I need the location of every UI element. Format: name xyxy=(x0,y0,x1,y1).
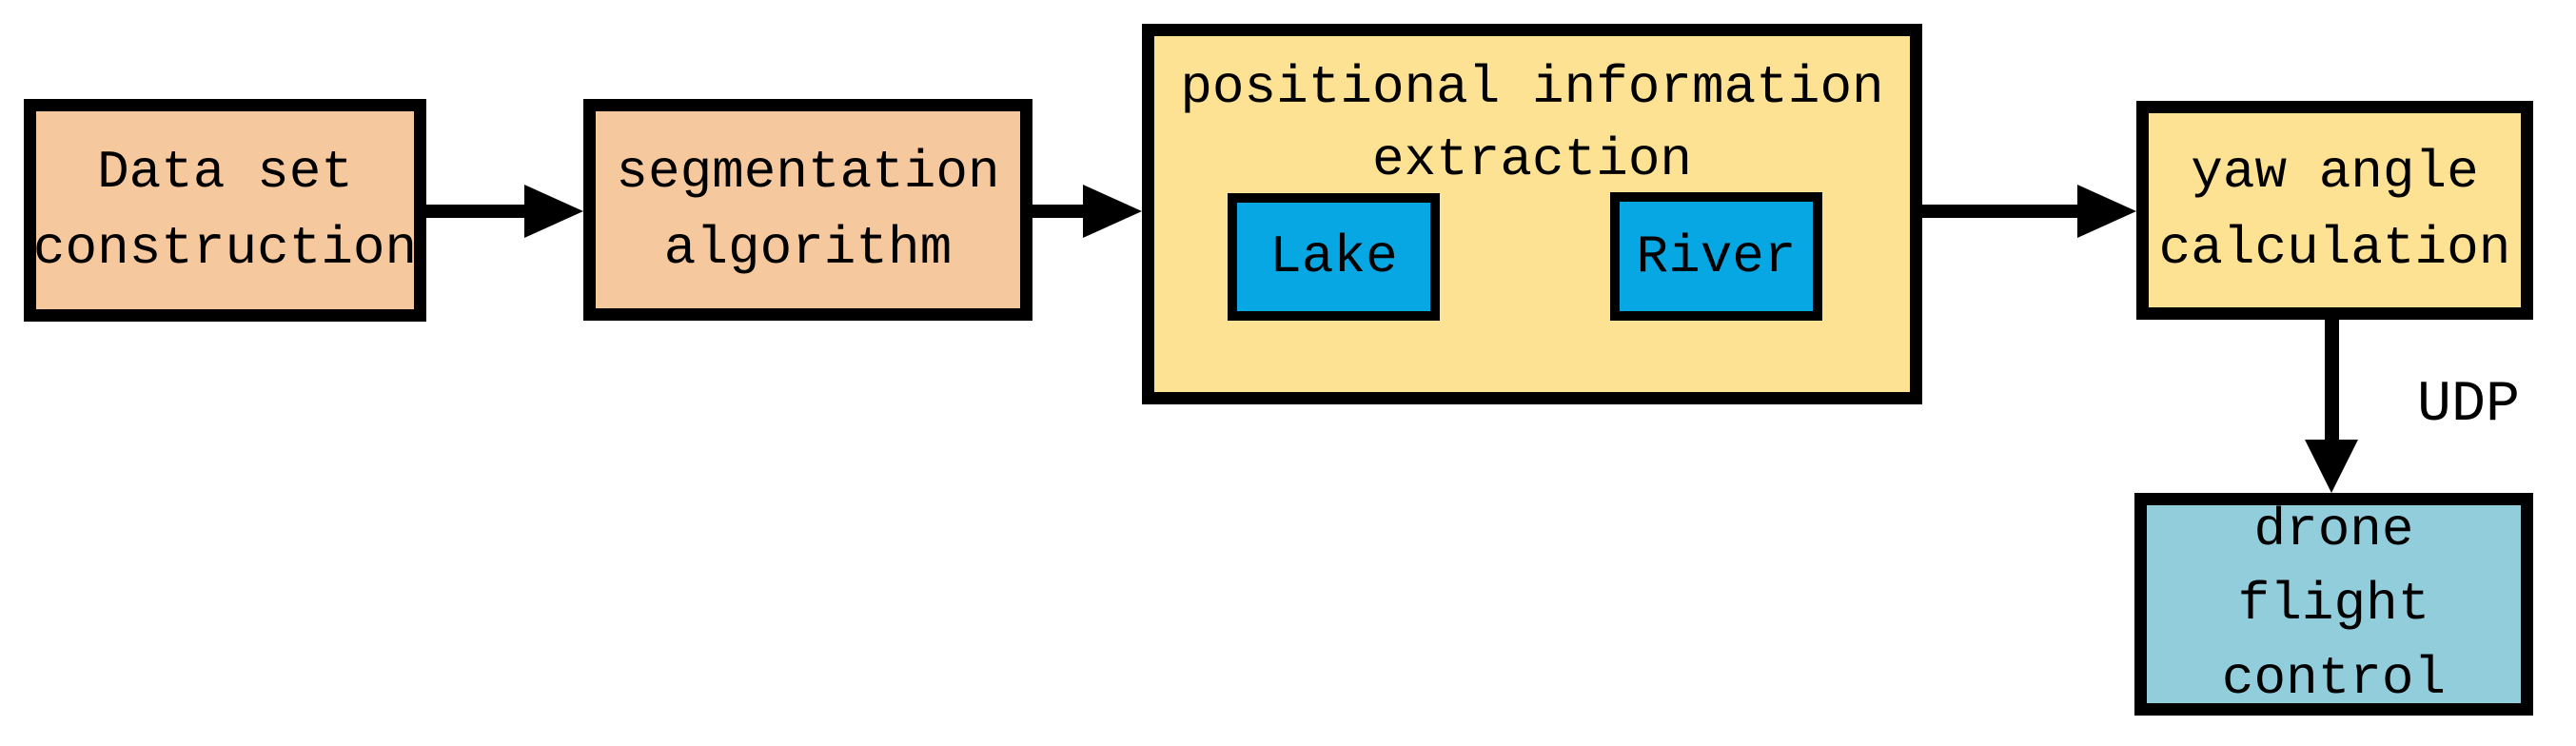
flow-node-drone-flight-control: drone flight control xyxy=(2134,493,2533,716)
flow-node-dataset-construction: Data set construction xyxy=(24,99,426,322)
sub-node-river: River xyxy=(1610,192,1822,321)
node-label-line: control xyxy=(2221,648,2447,709)
udp-edge-label: UDP xyxy=(2417,373,2521,438)
node-label-line: calculation xyxy=(2158,218,2511,279)
arrow-extraction-to-yaw-head xyxy=(2077,185,2136,238)
node-label-line: positional information xyxy=(1180,57,1884,118)
node-label-line: Lake xyxy=(1269,226,1398,287)
arrow-dataset-to-segmentation-head xyxy=(524,185,583,238)
node-label-line: River xyxy=(1636,226,1797,287)
flow-node-yaw-angle-calculation: yaw angle calculation xyxy=(2136,101,2533,320)
arrow-extraction-to-yaw-shaft xyxy=(1922,205,2086,218)
node-label-line: construction xyxy=(32,218,418,279)
node-label-line: drone xyxy=(2253,500,2414,560)
arrow-dataset-to-segmentation-shaft xyxy=(426,205,531,218)
arrow-yaw-to-drone-shaft xyxy=(2325,320,2339,443)
node-label-line: yaw angle xyxy=(2191,142,2479,203)
node-label-line: extraction xyxy=(1371,129,1693,190)
arrow-segmentation-to-extraction-shaft xyxy=(1032,205,1091,218)
sub-node-lake: Lake xyxy=(1228,193,1440,321)
flow-node-positional-information-extraction: positional information extraction Lake R… xyxy=(1142,24,1922,404)
node-label-line: flight xyxy=(2237,574,2430,635)
arrow-yaw-to-drone-head xyxy=(2305,440,2358,493)
node-label-line: segmentation xyxy=(616,141,1000,203)
flow-node-segmentation-algorithm: segmentation algorithm xyxy=(583,99,1032,321)
arrow-segmentation-to-extraction-head xyxy=(1083,185,1142,238)
node-label-line: algorithm xyxy=(663,217,953,279)
node-label-line: Data set xyxy=(97,142,353,203)
